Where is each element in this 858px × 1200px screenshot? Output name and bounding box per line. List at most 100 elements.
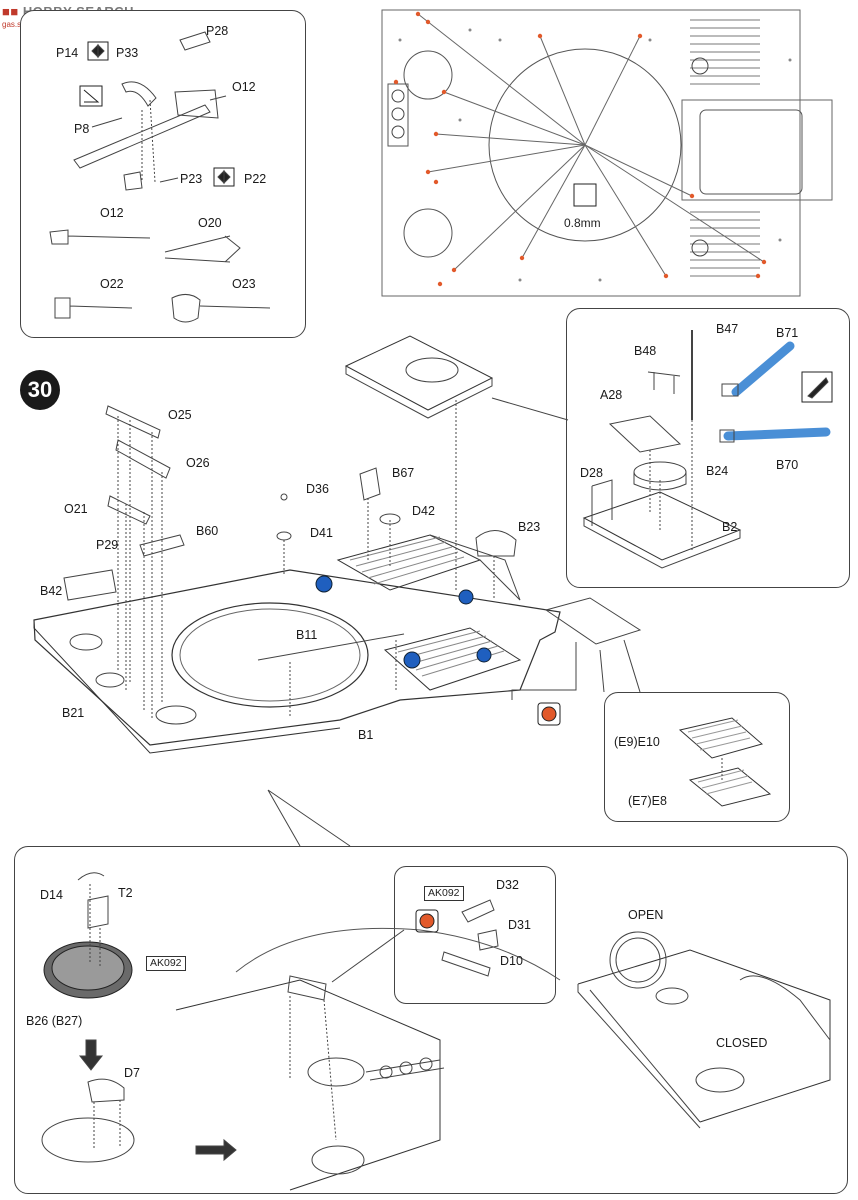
- part-d7: [87, 1078, 125, 1103]
- clamp-part: [121, 81, 157, 107]
- label-d28: D28: [580, 466, 603, 480]
- label-b60: B60: [196, 524, 219, 538]
- wire-cutter: [164, 235, 241, 263]
- shovel: [171, 294, 271, 323]
- label-d42: D42: [412, 504, 435, 518]
- part-d31: [477, 929, 499, 951]
- part-d32: [461, 899, 495, 923]
- paint-tag-ak092-left: AK092: [146, 956, 186, 971]
- label-d10: D10: [500, 954, 523, 968]
- label-b2: B2: [722, 520, 738, 534]
- turret-basket: [344, 335, 494, 411]
- part-b42: [63, 569, 117, 601]
- label-e7-e8: (E7)E8: [628, 794, 667, 808]
- antenna-base-b23: [475, 530, 517, 557]
- label-e9-e10: (E9)E10: [614, 735, 660, 749]
- label-open: OPEN: [628, 908, 664, 922]
- hull-hatch-mid: [175, 979, 441, 1191]
- drill-icon: [573, 183, 597, 207]
- axe-head: [174, 89, 219, 119]
- label-p23: P23: [180, 172, 203, 186]
- label-b21: B21: [62, 706, 85, 720]
- label-d7: D7: [124, 1066, 140, 1080]
- part-d36: [280, 493, 288, 501]
- part-d10: [441, 951, 491, 977]
- no-glue-icon-2: [415, 909, 439, 933]
- hinge-inset-box: [394, 866, 556, 1004]
- label-p22: P22: [244, 172, 267, 186]
- part-a28: [608, 415, 682, 453]
- grille-e10: [678, 717, 764, 759]
- label-p8: P8: [74, 122, 90, 136]
- label-p14: P14: [56, 46, 79, 60]
- label-b48: B48: [634, 344, 657, 358]
- clamp-p28: [179, 31, 211, 51]
- strap-b70: [723, 427, 831, 441]
- label-o12-top: O12: [232, 80, 256, 94]
- angle-icon: [79, 85, 103, 107]
- part-b48: [647, 371, 681, 394]
- label-d36: D36: [306, 482, 329, 496]
- antenna-b11: [257, 633, 405, 661]
- part-b67: [359, 467, 381, 501]
- arrow-right: [195, 1138, 237, 1162]
- part-d28: [591, 479, 613, 526]
- label-o20: O20: [198, 216, 222, 230]
- turret-ring: [171, 602, 369, 708]
- label-o22: O22: [100, 277, 124, 291]
- bracket-p23: [123, 171, 143, 191]
- label-o21: O21: [64, 502, 88, 516]
- label-closed: CLOSED: [716, 1036, 768, 1050]
- part-d14: [77, 872, 105, 881]
- drill-size-label: 0.8mm: [564, 216, 601, 230]
- label-b42: B42: [40, 584, 63, 598]
- swap-icon-1: [87, 41, 109, 61]
- label-t2: T2: [118, 886, 133, 900]
- label-b1: B1: [358, 728, 374, 742]
- part-b24: [633, 461, 687, 483]
- label-b70: B70: [776, 458, 799, 472]
- swap-icon-2: [213, 167, 235, 187]
- label-p28: P28: [206, 24, 229, 38]
- label-b23: B23: [518, 520, 541, 534]
- label-o25: O25: [168, 408, 192, 422]
- label-d14: D14: [40, 888, 63, 902]
- label-p29: P29: [96, 538, 119, 552]
- grille-part: [544, 597, 642, 645]
- tools-inset-box: [20, 10, 306, 338]
- label-d41: D41: [310, 526, 333, 540]
- label-b67: B67: [392, 466, 415, 480]
- part-t2: [87, 895, 109, 929]
- label-b24: B24: [706, 464, 729, 478]
- label-b11: B11: [296, 628, 318, 642]
- pick-handle: [73, 104, 211, 169]
- label-o26: O26: [186, 456, 210, 470]
- engine-plate-rear: [383, 627, 522, 691]
- arrow-down: [78, 1039, 104, 1071]
- label-b26-b27: B26 (B27): [26, 1014, 83, 1028]
- hatch-closed: [695, 1067, 745, 1093]
- part-o25: [105, 405, 161, 439]
- part-d41: [276, 531, 292, 541]
- part-b60: [139, 534, 185, 557]
- hull-open-closed: [577, 949, 831, 1123]
- part-d42: [379, 513, 401, 525]
- label-o12: O12: [100, 206, 124, 220]
- step-number: 30: [20, 370, 60, 410]
- part-o21: [107, 495, 151, 525]
- sledgehammer: [54, 297, 133, 319]
- label-a28: A28: [600, 388, 623, 402]
- label-b71: B71: [776, 326, 799, 340]
- grille-inset-box: [604, 692, 790, 822]
- axe-small: [49, 229, 151, 245]
- engine-plate-front: [336, 534, 482, 591]
- hull-plan: [381, 9, 801, 297]
- part-o26: [115, 439, 171, 479]
- turret-floor: [582, 491, 742, 561]
- hatch-ring-d7: [41, 1117, 135, 1163]
- label-o23: O23: [232, 277, 256, 291]
- hatch-open: [609, 931, 667, 989]
- label-b47: B47: [716, 322, 739, 336]
